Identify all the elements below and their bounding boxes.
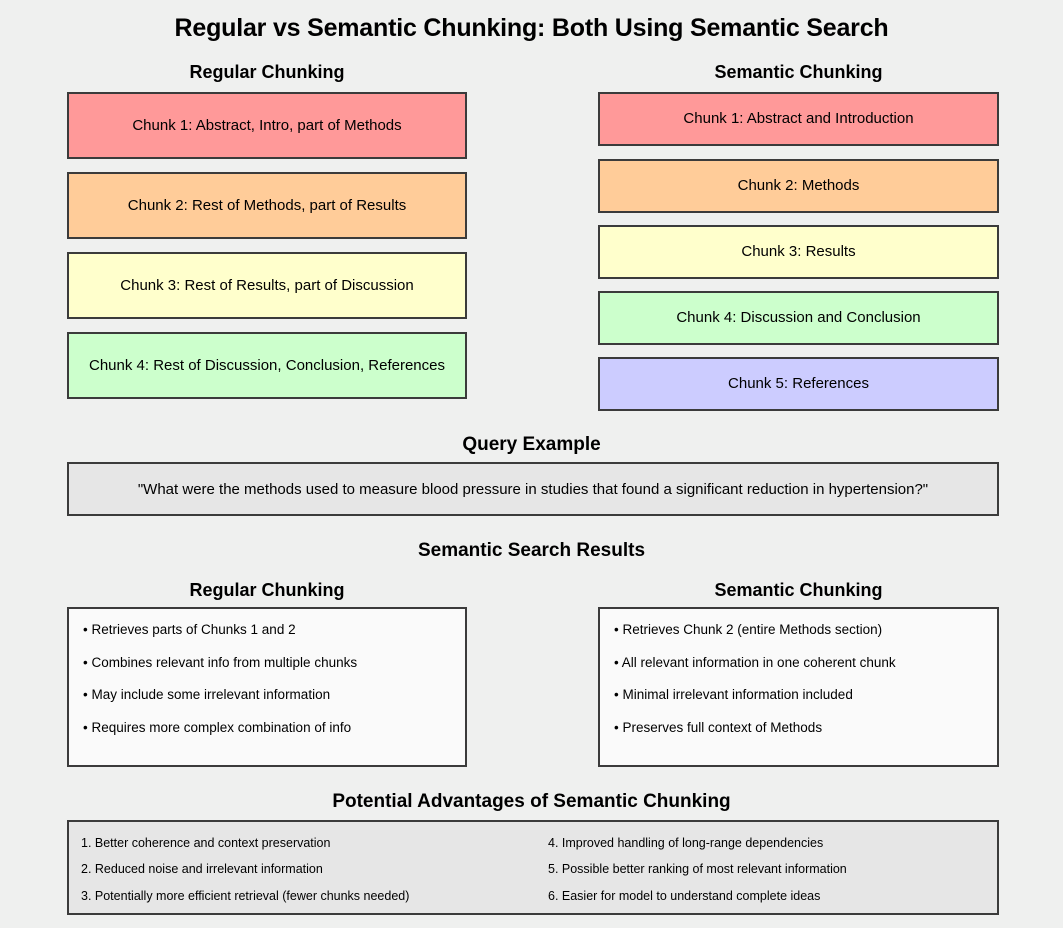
semantic-chunk-3[interactable]: Chunk 3: Results bbox=[598, 225, 999, 279]
list-item: • Minimal irrelevant information include… bbox=[614, 687, 853, 702]
regular-chunk-3[interactable]: Chunk 3: Rest of Results, part of Discus… bbox=[67, 252, 467, 319]
query-example-heading: Query Example bbox=[462, 434, 601, 455]
semantic-chunk-1[interactable]: Chunk 1: Abstract and Introduction bbox=[598, 92, 999, 146]
list-item: • Preserves full context of Methods bbox=[614, 719, 823, 735]
semantic-chunk-4[interactable]: Chunk 4: Discussion and Conclusion bbox=[598, 291, 999, 345]
advantage-item-4: 4. Improved handling of long-range depen… bbox=[548, 836, 824, 850]
regular-chunk-4[interactable]: Chunk 4: Rest of Discussion, Conclusion,… bbox=[67, 332, 467, 399]
list-item: • All relevant information in one cohere… bbox=[614, 654, 896, 670]
regular-chunk-1[interactable]: Chunk 1: Abstract, Intro, part of Method… bbox=[67, 92, 467, 159]
semantic-chunk-2[interactable]: Chunk 2: Methods bbox=[598, 159, 999, 213]
regular-chunk-2[interactable]: Chunk 2: Rest of Methods, part of Result… bbox=[67, 172, 467, 239]
query-example-text: "What were the methods used to measure b… bbox=[137, 480, 929, 498]
advantages-heading: Potential Advantages of Semantic Chunkin… bbox=[332, 791, 731, 812]
list-item: • Retrieves parts of Chunks 1 and 2 bbox=[83, 622, 296, 637]
advantage-item-3: 3. Potentially more efficient retrieval … bbox=[81, 889, 410, 903]
results-regular-heading: Regular Chunking bbox=[189, 580, 345, 600]
advantage-item-6: 6. Easier for model to understand comple… bbox=[548, 889, 821, 903]
advantage-item-5: 5. Possible better ranking of most relev… bbox=[548, 862, 847, 876]
list-item: • Requires more complex combination of i… bbox=[83, 719, 352, 735]
advantage-item-2: 2. Reduced noise and irrelevant informat… bbox=[81, 862, 323, 876]
semantic-chunking-heading: Semantic Chunking bbox=[714, 62, 883, 82]
results-semantic-heading: Semantic Chunking bbox=[714, 580, 883, 600]
list-item: • Retrieves Chunk 2 (entire Methods sect… bbox=[614, 622, 883, 637]
list-item: • May include some irrelevant informatio… bbox=[83, 687, 331, 702]
results-regular-box: • Retrieves parts of Chunks 1 and 2 • Co… bbox=[67, 607, 467, 767]
page-title: Regular vs Semantic Chunking: Both Using… bbox=[174, 14, 889, 42]
semantic-chunk-5[interactable]: Chunk 5: References bbox=[598, 357, 999, 411]
semantic-search-results-heading: Semantic Search Results bbox=[417, 540, 646, 561]
query-example-box: "What were the methods used to measure b… bbox=[67, 462, 999, 516]
results-semantic-box: • Retrieves Chunk 2 (entire Methods sect… bbox=[598, 607, 999, 767]
list-item: • Combines relevant info from multiple c… bbox=[83, 654, 358, 670]
advantage-item-1: 1. Better coherence and context preserva… bbox=[81, 836, 331, 850]
regular-chunking-heading: Regular Chunking bbox=[189, 62, 345, 82]
advantages-box: 1. Better coherence and context preserva… bbox=[67, 820, 999, 915]
